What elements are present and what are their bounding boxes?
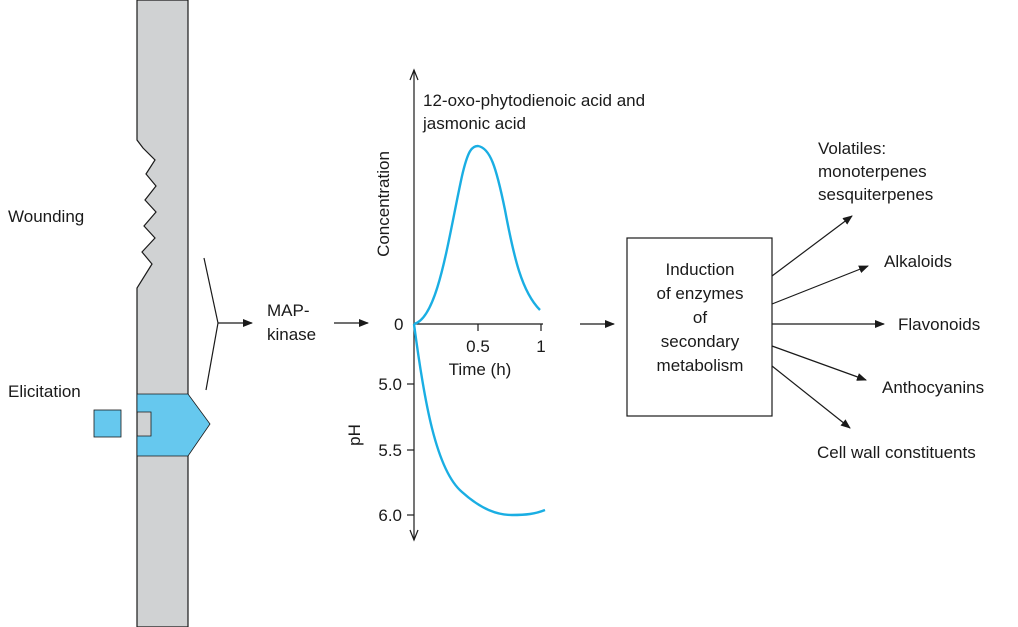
ph-curve bbox=[412, 323, 546, 517]
concentration-curve bbox=[413, 144, 541, 326]
receptor-shape bbox=[136, 393, 211, 457]
arrow-to-cell-wall bbox=[771, 365, 851, 429]
map-kinase-label-line2: kinase bbox=[267, 325, 316, 344]
time-axis-label: Time (h) bbox=[449, 360, 512, 379]
arrow-to-alkaloids bbox=[771, 265, 869, 305]
time-tick-label-05: 0.5 bbox=[466, 337, 490, 356]
elicitation-label: Elicitation bbox=[8, 382, 81, 401]
volatiles-line-2: monoterpenes bbox=[818, 162, 927, 181]
alkaloids-label: Alkaloids bbox=[884, 252, 952, 271]
axis-bottom-arrow bbox=[409, 529, 419, 542]
merge-bracket bbox=[203, 257, 219, 391]
map-kinase-label-line1: MAP- bbox=[267, 301, 310, 320]
induction-line-2: of enzymes bbox=[657, 284, 744, 303]
concentration-axis-label: Concentration bbox=[374, 151, 393, 257]
time-tick-label-1: 1 bbox=[536, 337, 545, 356]
axis-top-arrow bbox=[409, 68, 419, 81]
acid-label-line2: jasmonic acid bbox=[422, 114, 526, 133]
volatiles-line-1: Volatiles: bbox=[818, 139, 886, 158]
zero-label: 0 bbox=[394, 315, 403, 334]
ph-tick-label-50: 5.0 bbox=[378, 375, 402, 394]
elicitor-shape bbox=[93, 409, 122, 438]
arrow-to-volatiles bbox=[771, 215, 853, 277]
cell-wall bbox=[136, 0, 189, 627]
ph-axis-label: pH bbox=[345, 424, 364, 446]
induction-line-1: Induction bbox=[666, 260, 735, 279]
ph-tick-label-60: 6.0 bbox=[378, 506, 402, 525]
cell-wall-constituents-label: Cell wall constituents bbox=[817, 443, 976, 462]
induction-line-4: secondary bbox=[661, 332, 740, 351]
induction-line-3: of bbox=[693, 308, 707, 327]
induction-box bbox=[626, 237, 773, 417]
anthocyanins-label: Anthocyanins bbox=[882, 378, 984, 397]
flavonoids-label: Flavonoids bbox=[898, 315, 980, 334]
volatiles-line-3: sesquiterpenes bbox=[818, 185, 933, 204]
acid-label-line1: 12-oxo-phytodienoic acid and bbox=[423, 91, 645, 110]
arrow-to-anthocyanins bbox=[771, 345, 867, 381]
induction-line-5: metabolism bbox=[657, 356, 744, 375]
ph-tick-label-55: 5.5 bbox=[378, 441, 402, 460]
wounding-label: Wounding bbox=[8, 207, 84, 226]
